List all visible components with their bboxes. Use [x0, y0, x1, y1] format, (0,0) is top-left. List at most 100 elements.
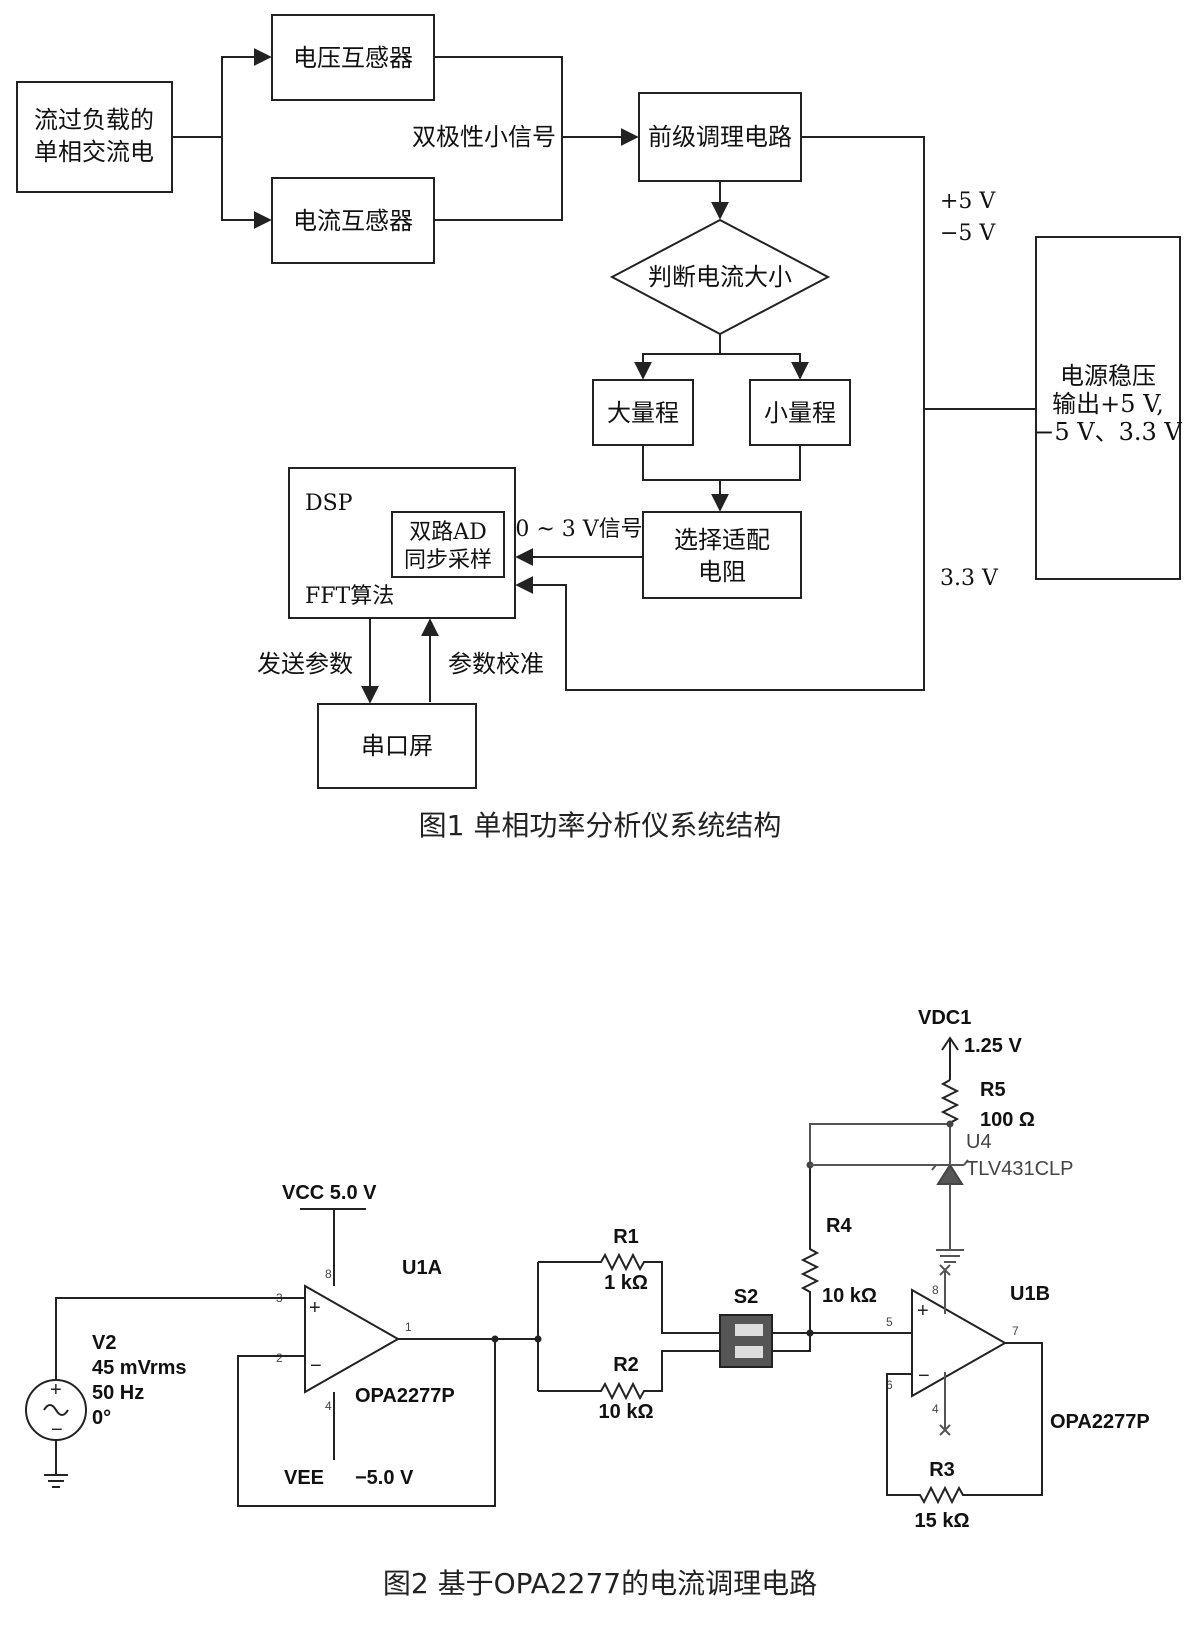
u4-part: TLV431CLP — [966, 1158, 1073, 1180]
decision-label: 判断电流大小 — [648, 263, 792, 291]
power-rail-wire — [515, 136, 925, 691]
no-connect-icon — [939, 1424, 951, 1436]
u1b-pin-5: 5 — [886, 1315, 893, 1329]
serial-screen-label: 串口屏 — [361, 732, 433, 760]
no-connect-icon — [939, 1264, 951, 1276]
u1a-plus-sign: + — [309, 1297, 321, 1319]
v2-phase: 0° — [92, 1407, 111, 1429]
power-supply-label-1: 电源稳压 — [1060, 362, 1156, 390]
u1b-label: U1B — [1010, 1283, 1050, 1305]
vdc-name: VDC1 — [918, 1007, 971, 1029]
serial-screen-box — [317, 703, 477, 789]
r1-name: R1 — [613, 1226, 639, 1248]
rail-plus5-label: +5 V — [940, 189, 996, 214]
bipolar-signal-label: 双极性小信号 — [412, 123, 556, 151]
r5-bypass-wire — [809, 1123, 950, 1165]
s2-output-wire — [772, 1332, 811, 1352]
r1-value: 1 kΩ — [604, 1272, 648, 1294]
r4-name: R4 — [826, 1215, 852, 1237]
figure-2-caption: 图2 基于OPA2277的电流调理电路 — [383, 1567, 817, 1600]
ad-sampling-box — [391, 511, 505, 578]
v2-name: V2 — [92, 1332, 116, 1354]
u1b-pin-8: 8 — [932, 1283, 939, 1297]
u1a-pin-8: 8 — [325, 1267, 332, 1281]
select-resistor-label-2: 电阻 — [698, 558, 746, 586]
r2-value: 10 kΩ — [599, 1401, 654, 1423]
select-resistor-box — [642, 511, 802, 599]
junction-dot — [491, 1335, 499, 1343]
range-merge-bracket — [642, 445, 801, 481]
input-ac-label-1: 流过负载的 — [34, 106, 154, 134]
voltage-transformer-box — [271, 14, 435, 101]
merge-bracket — [434, 56, 563, 221]
u1a-pin-2: 2 — [276, 1351, 283, 1365]
dsp-label: DSP — [305, 491, 353, 516]
u4-name: U4 — [966, 1131, 992, 1153]
vdc-arrow-icon — [941, 1036, 959, 1051]
input-ac-box — [16, 81, 173, 193]
r3-feedback-resistor — [886, 1342, 1043, 1505]
ad-sampling-label-2: 同步采样 — [404, 548, 492, 573]
large-range-label: 大量程 — [607, 399, 679, 427]
r5-resistor — [940, 1079, 960, 1124]
u1b-part-label: OPA2277P — [1050, 1411, 1150, 1433]
r2-resistor — [538, 1350, 720, 1401]
sine-icon — [43, 1404, 69, 1416]
r3-value: 15 kΩ — [915, 1510, 970, 1532]
u1a-pin-1: 1 — [405, 1320, 412, 1334]
calibrate-params-label: 参数校准 — [448, 650, 544, 678]
u4-shunt-ref-icon — [936, 1163, 964, 1185]
small-range-box — [749, 379, 851, 446]
r4-value: 10 kΩ — [822, 1285, 877, 1307]
s2-label: S2 — [734, 1286, 758, 1308]
small-range-label: 小量程 — [764, 399, 836, 427]
v2-frequency: 50 Hz — [92, 1382, 144, 1404]
adc-signal-label: 0 ~ 3 V信号 — [515, 517, 642, 542]
r5-name: R5 — [980, 1079, 1006, 1101]
r3-name: R3 — [929, 1459, 955, 1481]
v2-plus-sign: + — [50, 1379, 62, 1401]
current-transformer-box — [271, 177, 435, 264]
u1a-pin-4: 4 — [325, 1399, 332, 1413]
junction-dot — [946, 1120, 954, 1128]
u1b-pin-4: 4 — [932, 1402, 939, 1416]
preconditioning-box — [638, 92, 802, 182]
v2-amplitude: 45 mVrms — [92, 1357, 187, 1379]
v2-minus-sign: − — [51, 1419, 63, 1441]
u1b-pin-6: 6 — [886, 1378, 893, 1392]
ground-icon — [44, 1474, 68, 1488]
u1a-feedback-wire — [237, 1339, 496, 1507]
r5-value: 100 Ω — [980, 1109, 1035, 1131]
current-transformer-label: 电流互感器 — [293, 207, 413, 235]
arrow-to-voltage-transformer — [172, 48, 272, 138]
arrow-to-small-range — [720, 353, 809, 380]
ad-sampling-label-1: 双路AD — [409, 520, 487, 545]
u1b-plus-sign: + — [917, 1300, 929, 1322]
r2-name: R2 — [613, 1354, 639, 1376]
select-resistor-label-1: 选择适配 — [674, 526, 770, 554]
voltage-transformer-label: 电压互感器 — [293, 44, 413, 72]
power-supply-label-2: 输出+5 V, — [1052, 390, 1164, 418]
arrow-to-large-range — [634, 334, 721, 380]
figure-2-schematic: VCC 5.0 V VEE −5.0 V + − U1A OPA2277P 3 … — [25, 1007, 1150, 1600]
u1a-label: U1A — [402, 1257, 442, 1279]
rail-minus5-label: −5 V — [940, 221, 996, 246]
figure-1-block-diagram: 流过负载的 单相交流电 电压互感器 电流互感器 双极性小信号 前级调理电路 判断… — [16, 14, 1182, 842]
arrow-to-current-transformer — [221, 137, 272, 229]
u1b-pin-7: 7 — [1012, 1324, 1019, 1338]
power-supply-label-3: −5 V、3.3 V — [1034, 418, 1182, 446]
preconditioning-label: 前级调理电路 — [648, 123, 792, 151]
vee-value: −5.0 V — [355, 1467, 414, 1489]
rail-3v3-label: 3.3 V — [940, 566, 999, 591]
v2-to-noninv-wire — [55, 1297, 305, 1380]
u1a-opamp — [304, 1284, 401, 1394]
s2-toggle-2 — [735, 1346, 763, 1358]
s2-dip-switch — [719, 1314, 773, 1368]
ground-icon — [936, 1249, 964, 1263]
power-supply-box — [1035, 236, 1181, 580]
figure-1-caption: 图1 单相功率分析仪系统结构 — [419, 809, 782, 842]
u1b-opamp — [911, 1288, 1008, 1398]
u1a-minus-sign: − — [310, 1355, 322, 1377]
vcc-label: VCC 5.0 V — [282, 1182, 377, 1204]
